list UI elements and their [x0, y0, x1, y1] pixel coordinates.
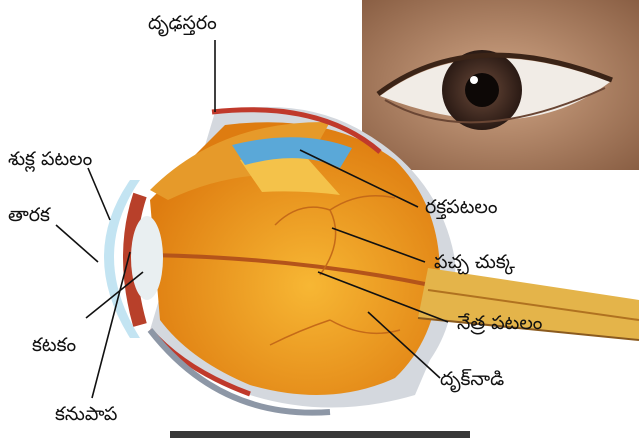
label-iris: తారక [8, 206, 50, 225]
label-choroid: రక్తపటలం [425, 198, 497, 217]
caption-strip [150, 428, 480, 438]
label-yellow-spot: పచ్చ చుక్క [434, 253, 515, 272]
leader-iris [56, 225, 98, 262]
label-sclera: దృఢస్తరం [148, 14, 217, 33]
eye-photo [362, 0, 639, 170]
leader-cornea [88, 168, 110, 220]
label-pupil: కనుపాప [55, 405, 117, 424]
label-optic-nerve: దృక్‌నాడి [440, 370, 504, 389]
label-retina: నేత్ర పటలం [457, 314, 542, 333]
label-lens: కటకం [32, 336, 76, 355]
label-cornea: శుక్ల పటలం [8, 150, 92, 169]
